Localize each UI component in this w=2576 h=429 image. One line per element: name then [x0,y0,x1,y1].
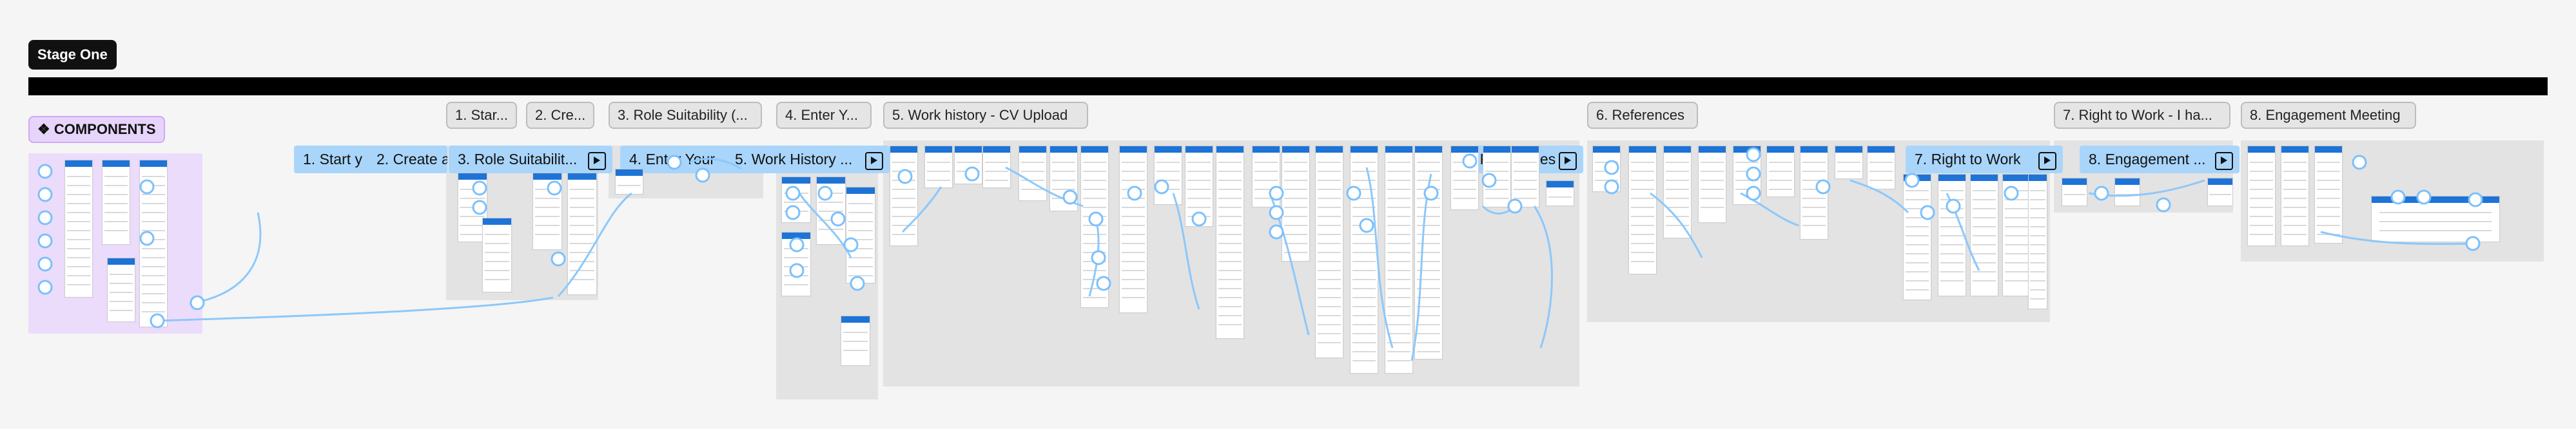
play-frame-icon[interactable] [2215,152,2233,170]
screen-thumbnail[interactable] [2247,146,2276,246]
frame-label-2[interactable]: 2. Cre... [526,102,594,129]
stage-divider-bar [28,77,2548,95]
screen-thumbnail[interactable] [1216,146,1244,339]
connection-line [1365,167,1394,348]
connection-line [1849,179,1909,214]
screen-thumbnail[interactable] [841,316,870,366]
connection-line [157,296,554,322]
screen-thumbnail[interactable] [1185,146,1213,227]
screen-thumbnail[interactable] [924,146,953,188]
screen-thumbnail[interactable] [1511,146,1539,207]
play-frame-icon[interactable] [865,152,883,170]
connection-line [901,186,942,233]
flow-pill-3-label: 3. Role Suitabilit... [458,151,578,167]
screen-thumbnail[interactable] [2314,146,2343,243]
screen-thumbnail[interactable] [102,160,130,245]
screen-thumbnail[interactable] [107,258,135,322]
screen-thumbnail[interactable] [1698,146,1726,223]
frame-label-6[interactable]: 6. References [1587,102,1698,129]
frame-label-8[interactable]: 8. Engagement Meeting [2241,102,2416,129]
screen-thumbnail[interactable] [1154,146,1182,205]
screen-thumbnail[interactable] [482,218,512,292]
stage-title[interactable]: Stage One [28,40,117,70]
connection-line [557,192,632,298]
flow-pill-8[interactable]: 8. Engagement ... [2080,146,2239,173]
screen-thumbnail[interactable] [1766,146,1795,197]
flow-pill-8-label: 8. Engagement ... [2089,151,2206,167]
screen-thumbnail[interactable] [1835,146,1863,179]
frame-label-5[interactable]: 5. Work history - CV Upload [883,102,1088,129]
screen-thumbnail[interactable] [567,173,597,295]
flow-pill-5[interactable]: 5. Work History ... [726,146,890,173]
screen-thumbnail[interactable] [1019,146,1047,201]
connection-line [1533,205,1553,348]
screen-thumbnail[interactable] [1867,146,1895,189]
screen-thumbnail[interactable] [532,173,562,250]
flow-pill-3[interactable]: 3. Role Suitabilit... [449,146,612,173]
screen-thumbnail[interactable] [1628,146,1657,274]
screen-thumbnail[interactable] [2028,174,2047,309]
screen-thumbnail[interactable] [1119,146,1147,313]
play-frame-icon[interactable] [2038,152,2056,170]
connection-line [193,212,262,304]
screen-thumbnail[interactable] [2207,178,2233,206]
screen-thumbnail[interactable] [1970,174,1998,296]
frame-label-1[interactable]: 1. Star... [446,102,517,129]
flow-pill-2[interactable]: 2. Create a [367,146,447,173]
play-frame-icon[interactable] [1559,152,1577,170]
components-label[interactable]: ❖ COMPONENTS [28,116,165,143]
frame-label-3[interactable]: 3. Role Suitability (... [609,102,762,129]
connection-line [689,158,742,170]
frame-label-7[interactable]: 7. Right to Work - I ha... [2054,102,2230,129]
flow-pill-5-label: 5. Work History ... [735,151,853,167]
flow-pill-7[interactable]: 7. Right to Work [1906,146,2063,173]
flow-pill-1[interactable]: 1. Start y [294,146,374,173]
screen-thumbnail[interactable] [64,160,93,298]
screen-thumbnail[interactable] [1252,146,1280,207]
screen-thumbnail[interactable] [2062,178,2087,206]
screen-thumbnail[interactable] [1546,180,1574,206]
frame-label-4[interactable]: 4. Enter Y... [776,102,872,129]
screen-thumbnail[interactable] [1315,146,1343,358]
connection-line [2320,231,2476,245]
connection-line [1650,192,1703,258]
connection-line [1172,193,1200,310]
screen-thumbnail[interactable] [2281,146,2309,246]
flow-pill-7-label: 7. Right to Work [1915,151,2021,167]
screen-thumbnail[interactable] [1903,174,1931,300]
screen-thumbnail[interactable] [2114,178,2140,206]
connection-line [1410,173,1432,361]
play-frame-icon[interactable] [588,152,606,170]
connection-line [798,193,852,258]
